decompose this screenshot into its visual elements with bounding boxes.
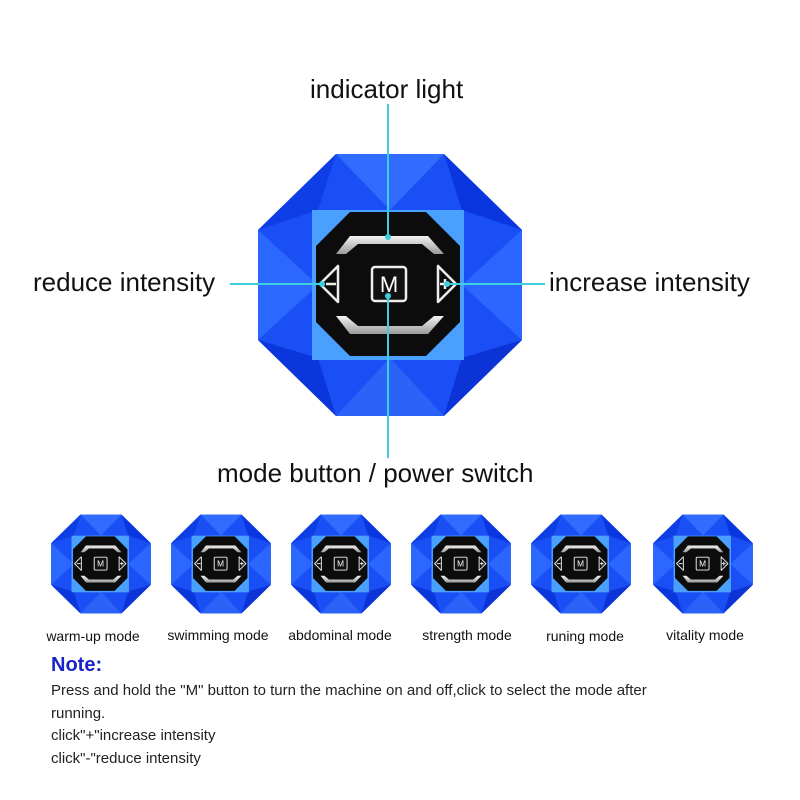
mode-label: vitality mode — [666, 627, 744, 643]
reduce-intensity-callout-dot — [319, 281, 325, 287]
note-line: click"-"reduce intensity — [51, 750, 201, 767]
warm-up-mode-device — [48, 513, 154, 615]
abdominal-mode-device — [288, 513, 394, 615]
mode-label: strength mode — [422, 627, 512, 643]
indicator-light-callout-dot — [385, 234, 391, 240]
reduce-intensity-label: reduce intensity — [33, 267, 216, 297]
increase-intensity-callout-line — [447, 283, 545, 285]
mode-label: runing mode — [546, 628, 624, 644]
increase-intensity-callout-dot — [444, 281, 450, 287]
note-title: Note: — [51, 654, 103, 676]
indicator-light-label: indicator light — [310, 74, 464, 104]
mode-label: warm-up mode — [46, 628, 140, 644]
mode-label: swimming mode — [167, 627, 269, 643]
vitality-mode-device — [650, 513, 756, 615]
note-line: click"+"increase intensity — [51, 727, 216, 744]
swimming-mode-device — [168, 513, 274, 615]
note-line: running. — [51, 705, 106, 722]
reduce-intensity-callout-line — [230, 283, 323, 285]
mode-button-label: mode button / power switch — [217, 458, 534, 488]
note-line: Press and hold the "M" button to turn th… — [51, 682, 647, 699]
indicator-light-callout-line — [387, 104, 389, 238]
runing-mode-device — [528, 513, 634, 615]
mode-label: abdominal mode — [288, 627, 392, 643]
mode-button-callout-line — [387, 296, 389, 458]
mode-button-callout-dot — [385, 293, 391, 299]
increase-intensity-label: increase intensity — [549, 267, 750, 297]
strength-mode-device — [408, 513, 514, 615]
main-device-image — [250, 150, 530, 420]
